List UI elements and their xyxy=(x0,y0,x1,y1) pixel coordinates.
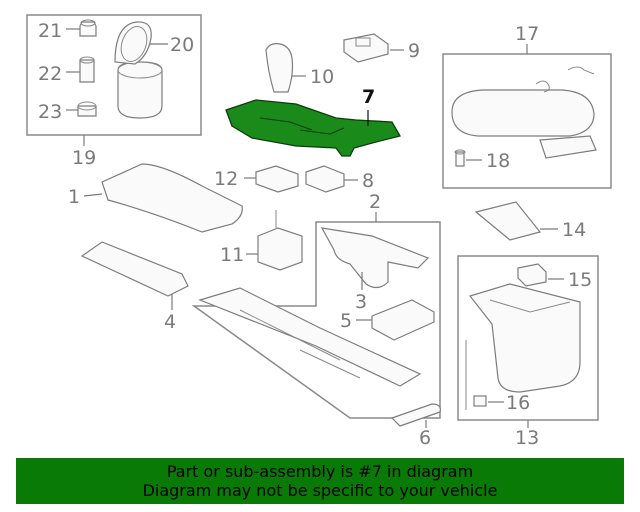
callout-8: 8 xyxy=(362,170,374,192)
part-1-side-panel xyxy=(101,163,243,233)
callout-4: 4 xyxy=(164,311,176,333)
part-6-clip xyxy=(390,403,441,427)
callout-21: 21 xyxy=(38,20,62,42)
callout-18: 18 xyxy=(486,150,510,172)
group-box-19 xyxy=(26,14,202,136)
part-16-harness xyxy=(465,340,487,410)
part-13-storage-bin xyxy=(468,283,581,393)
callout-15: 15 xyxy=(568,269,592,291)
callout-10: 10 xyxy=(310,66,334,88)
callout-17: 17 xyxy=(515,23,539,45)
part-11-shifter xyxy=(257,210,303,271)
banner-line-1: Part or sub-assembly is #7 in diagram xyxy=(166,462,474,481)
part-4-trim-strip xyxy=(80,241,189,297)
callout-11: 11 xyxy=(220,244,244,266)
part-22-sleeve xyxy=(79,56,95,83)
part-15-clip xyxy=(517,263,547,287)
part-3-cupholder xyxy=(320,227,430,289)
console-base xyxy=(198,287,422,387)
banner-line-2: Diagram may not be specific to your vehi… xyxy=(142,481,498,500)
group-box-2 xyxy=(191,221,441,419)
callout-2: 2 xyxy=(369,191,381,213)
callout-9: 9 xyxy=(408,40,420,62)
parts-diagram: 21 22 23 20 19 10 9 7 17 18 12 xyxy=(26,14,612,449)
info-banner: Part or sub-assembly is #7 in diagram Di… xyxy=(16,458,624,504)
callout-3: 3 xyxy=(355,291,367,313)
callout-14: 14 xyxy=(562,219,586,241)
part-20-ashtray xyxy=(114,21,163,119)
part-8-bracket xyxy=(305,165,345,193)
part-5-module xyxy=(371,299,435,341)
callout-5: 5 xyxy=(340,310,352,332)
callout-6: 6 xyxy=(419,427,431,449)
part-23-ring xyxy=(77,101,97,117)
callout-13: 13 xyxy=(515,427,539,449)
part-10-shift-knob xyxy=(265,43,294,93)
part-17-armrest xyxy=(451,66,597,159)
callout-16: 16 xyxy=(506,392,530,414)
callout-22: 22 xyxy=(38,63,62,85)
part-7-highlighted-trim xyxy=(225,99,401,157)
callout-1: 1 xyxy=(68,186,80,208)
callout-23: 23 xyxy=(38,101,62,123)
part-21-plug xyxy=(79,19,97,37)
part-14-cover xyxy=(474,201,542,241)
part-9-switch xyxy=(343,33,389,63)
callout-20: 20 xyxy=(170,34,194,56)
part-18-pin xyxy=(454,149,466,167)
part-12-bracket xyxy=(255,165,299,193)
callout-12: 12 xyxy=(214,168,238,190)
callout-7: 7 xyxy=(362,86,375,108)
callout-19: 19 xyxy=(72,147,96,169)
